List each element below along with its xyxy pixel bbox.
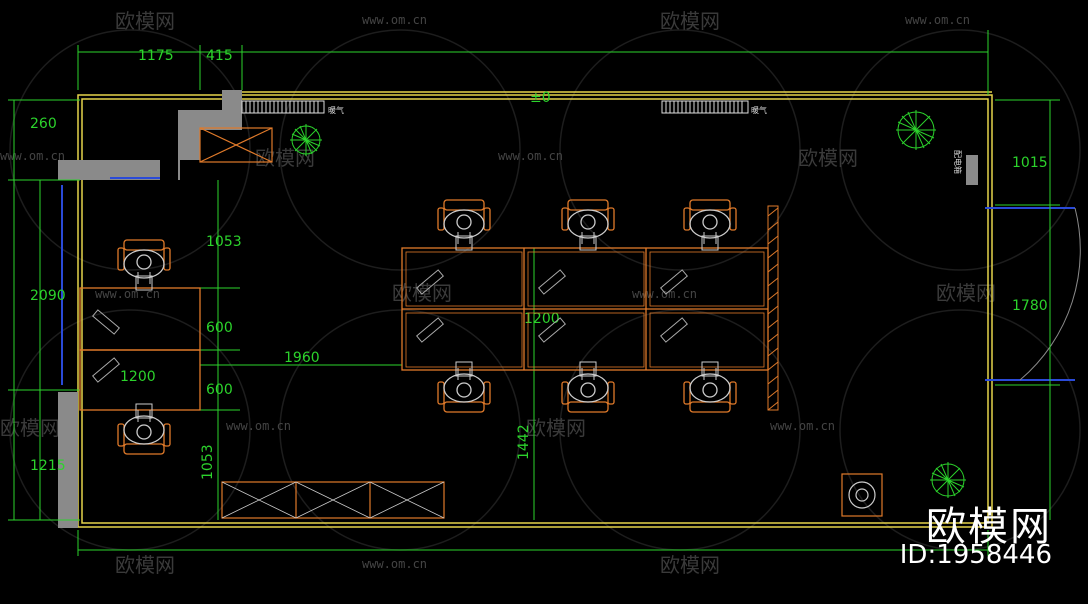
watermark-logo: 欧模网 (798, 146, 858, 170)
computers (91, 269, 689, 383)
watermark-url: www.om.cn (632, 287, 697, 301)
dim-1053-upper: 1053 (206, 234, 242, 250)
watermark-url: www.om.cn (770, 419, 835, 433)
watermark-logo: 欧模网 (115, 553, 175, 577)
plants (290, 110, 966, 498)
watermark-url: www.om.cn (95, 287, 160, 301)
watermark-logos: 欧模网 欧模网 欧模网 欧模网 欧模网 欧模网 欧模网 欧模网 欧模网 欧模网 … (0, 9, 996, 577)
ac-label: 暖气 (751, 105, 767, 115)
storage-cabinet (199, 127, 273, 163)
dim-1215: 1215 (30, 458, 66, 474)
watermark-logo: 欧模网 (526, 416, 586, 440)
watermark-logo: 欧模网 (660, 553, 720, 577)
dim-415: 415 (206, 48, 233, 64)
door-swing (1019, 207, 1081, 381)
ac-label: 暖气 (328, 105, 344, 115)
watermark-url: www.om.cn (362, 13, 427, 27)
brand-id-text: ID:1958446 (899, 540, 1052, 570)
dim-600-a: 600 (206, 320, 233, 336)
structural-columns (58, 90, 978, 528)
chair-top-1 (437, 199, 491, 251)
dim-1780: 1780 (1012, 298, 1048, 314)
partition-wall (767, 205, 779, 411)
watermark-pattern (9, 29, 1081, 551)
dim-1442: 1442 (516, 424, 532, 460)
outer-wall (77, 94, 993, 528)
openings (61, 177, 1081, 385)
plant-icon (896, 110, 936, 150)
dim-2090: 2090 (30, 288, 66, 304)
dimension-labels: 1175 415 260 2090 1215 1053 1053 600 600… (30, 48, 1048, 480)
watermark-logo: 欧模网 (0, 416, 60, 440)
watermark-url: www.om.cn (905, 13, 970, 27)
water-dispenser (841, 473, 883, 517)
watermark-url: www.om.cn (0, 149, 65, 163)
watermark-logo: 欧模网 (936, 281, 996, 305)
watermark-logo: 欧模网 (660, 9, 720, 33)
ac-units (241, 100, 749, 114)
column-top-left (58, 90, 242, 180)
workstation-cluster (401, 247, 769, 371)
walls (77, 91, 993, 528)
watermark-logo: 欧模网 (392, 281, 452, 305)
plant-icon (930, 462, 966, 498)
left-desks (79, 287, 201, 411)
dim-600-b: 600 (206, 382, 233, 398)
watermark-url: www.om.cn (226, 419, 291, 433)
watermark-logo: 欧模网 (255, 146, 315, 170)
low-cabinets (221, 481, 445, 519)
chair-top-3 (683, 199, 737, 251)
ac-unit-right (661, 100, 749, 114)
dim-1200-left: 1200 (120, 369, 156, 385)
dim-1053-lower: 1053 (200, 444, 216, 480)
watermark-url: www.om.cn (498, 149, 563, 163)
column-right (966, 155, 978, 185)
watermark-url: www.om.cn (362, 557, 427, 571)
dim-1015: 1015 (1012, 155, 1048, 171)
chair-left-2 (117, 403, 171, 455)
column-bottom-left (58, 392, 78, 528)
dim-1200-center: 1200 (524, 311, 560, 327)
dim-260: 260 (30, 116, 57, 132)
ac-unit-left (241, 100, 325, 114)
brand-logo-text: 欧模网 (926, 504, 1052, 550)
watermark-logo: 欧模网 (115, 9, 175, 33)
inner-wall (81, 98, 989, 524)
chair-top-2 (561, 199, 615, 251)
dimension-lines (8, 30, 1060, 556)
dim-ceiling-mark: ±0 (530, 90, 551, 106)
plant-icon (290, 124, 322, 156)
dim-1175: 1175 (138, 48, 174, 64)
dim-1960: 1960 (284, 350, 320, 366)
equipment-label: 配电箱 (953, 150, 963, 174)
